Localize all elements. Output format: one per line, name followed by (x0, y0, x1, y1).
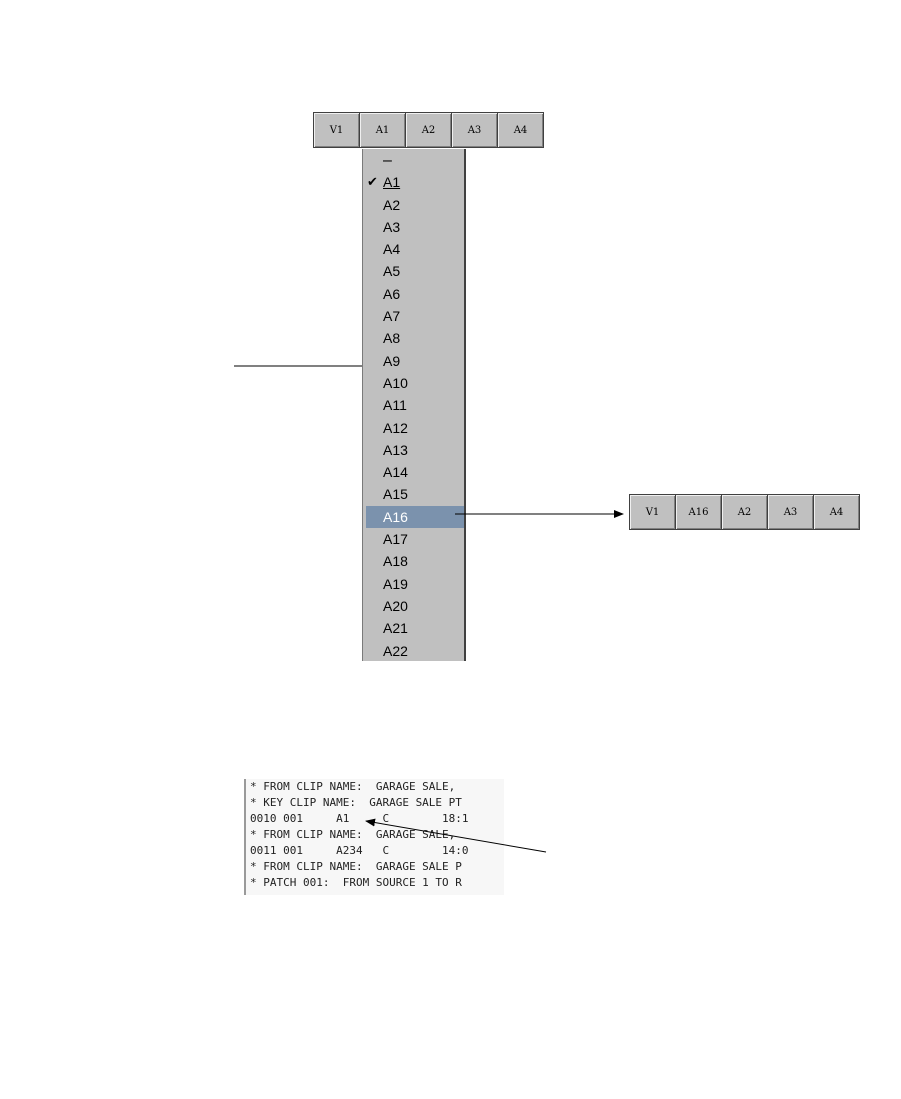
menu-item-label: A10 (383, 374, 408, 391)
edl-line: * PATCH 001: FROM SOURCE 1 TO R (250, 876, 462, 889)
edl-line: * FROM CLIP NAME: GARAGE SALE, (250, 780, 456, 793)
edl-line: * FROM CLIP NAME: GARAGE SALE, (250, 828, 456, 841)
track-button-a4[interactable]: A4 (497, 112, 544, 148)
menu-item-label: A18 (383, 553, 408, 570)
edl-line: 0011 001 A234 C 14:0 (250, 844, 469, 857)
menu-item-label: A1 (383, 174, 401, 191)
menu-item-a22[interactable]: A22 (363, 640, 464, 661)
menu-item-a9[interactable]: A9 (363, 350, 464, 372)
menu-item-label: A15 (383, 486, 408, 503)
checkmark-icon: ✔ (367, 174, 378, 190)
track-button-v1[interactable]: V1 (313, 112, 360, 148)
menu-item-a18[interactable]: A18 (363, 550, 464, 572)
menu-item-label: A12 (383, 419, 408, 436)
menu-item-label: – (383, 152, 392, 169)
menu-item-a1[interactable]: ✔ A1 (363, 171, 464, 193)
track-button-a1[interactable]: A1 (359, 112, 406, 148)
edl-line: * FROM CLIP NAME: GARAGE SALE P (250, 860, 462, 873)
menu-item-a3[interactable]: A3 (363, 216, 464, 238)
menu-item-label: A7 (383, 308, 401, 325)
menu-item-a2[interactable]: A2 (363, 194, 464, 216)
menu-item-label: A14 (383, 464, 408, 481)
menu-item-a13[interactable]: A13 (363, 439, 464, 461)
menu-item-label: A17 (383, 531, 408, 548)
track-button-a4[interactable]: A4 (813, 494, 860, 530)
menu-item-label: A21 (383, 620, 408, 637)
edl-callout-arrow (365, 818, 547, 853)
menu-item-none[interactable]: – (363, 149, 464, 171)
menu-item-a6[interactable]: A6 (363, 283, 464, 305)
menu-item-a12[interactable]: A12 (363, 417, 464, 439)
menu-item-label: A19 (383, 575, 408, 592)
menu-item-a5[interactable]: A5 (363, 260, 464, 282)
menu-item-label: A3 (383, 218, 401, 235)
menu-item-a7[interactable]: A7 (363, 305, 464, 327)
menu-item-label: A16 (383, 508, 408, 525)
track-button-a16[interactable]: A16 (675, 494, 722, 530)
edl-line: 0010 001 A1 C 18:1 (250, 812, 469, 825)
menu-item-label: A20 (383, 597, 408, 614)
menu-item-a10[interactable]: A10 (363, 372, 464, 394)
menu-item-a8[interactable]: A8 (363, 327, 464, 349)
menu-item-a15[interactable]: A15 (363, 483, 464, 505)
track-button-v1[interactable]: V1 (629, 494, 676, 530)
menu-item-label: A11 (383, 397, 407, 414)
menu-item-label: A8 (383, 330, 401, 347)
menu-item-a21[interactable]: A21 (363, 617, 464, 639)
menu-item-a16[interactable]: A16 (366, 505, 464, 529)
menu-item-label: A2 (383, 196, 401, 213)
menu-item-a17[interactable]: A17 (363, 528, 464, 550)
menu-item-label: A22 (383, 642, 408, 659)
menu-item-a20[interactable]: A20 (363, 595, 464, 617)
edl-line: * KEY CLIP NAME: GARAGE SALE PT (250, 796, 462, 809)
menu-item-label: A5 (383, 263, 401, 280)
menu-item-a19[interactable]: A19 (363, 573, 464, 595)
menu-item-label: A13 (383, 441, 408, 458)
menu-item-label: A4 (383, 241, 401, 258)
menu-item-label: A6 (383, 285, 401, 302)
menu-item-label: A9 (383, 352, 401, 369)
menu-item-a4[interactable]: A4 (363, 238, 464, 260)
menu-item-a11[interactable]: A11 (363, 394, 464, 416)
menu-item-a14[interactable]: A14 (363, 461, 464, 483)
track-button-a2[interactable]: A2 (721, 494, 768, 530)
